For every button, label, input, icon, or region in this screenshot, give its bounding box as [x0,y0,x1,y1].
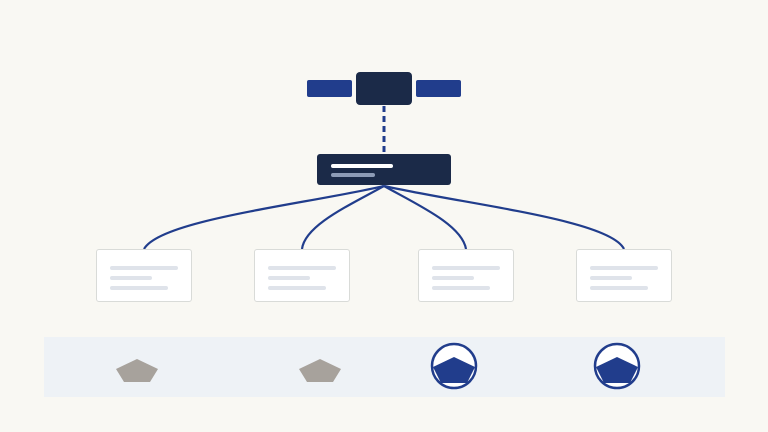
card-line-2 [590,276,632,280]
card-line-3 [432,286,490,290]
child-card-3 [418,249,514,302]
card-line-2 [268,276,310,280]
connector-node-2 [300,185,385,250]
satellite-icon [356,72,412,105]
card-line-1 [110,266,178,270]
satellite-panel-right [416,80,461,97]
hub-node [317,154,451,185]
card-line-2 [110,276,152,280]
satellite-panel-left [307,80,352,97]
pentagon-in-circle-icon [593,342,641,390]
child-card-4 [576,249,672,302]
child-card-1 [96,249,192,302]
connector-node-1 [143,184,385,250]
connector-node-3 [383,185,468,250]
hub-subtitle-placeholder [331,173,375,177]
card-line-1 [432,266,500,270]
connector-node-4 [383,184,625,250]
pentagon-marker-icon [299,359,341,382]
card-line-2 [432,276,474,280]
pentagon-marker-icon [116,359,158,382]
child-card-2 [254,249,350,302]
card-line-3 [110,286,168,290]
card-line-1 [590,266,658,270]
card-line-3 [590,286,648,290]
card-line-3 [268,286,326,290]
hub-title-placeholder [331,164,393,168]
pentagon-in-circle-icon [430,342,478,390]
card-line-1 [268,266,336,270]
